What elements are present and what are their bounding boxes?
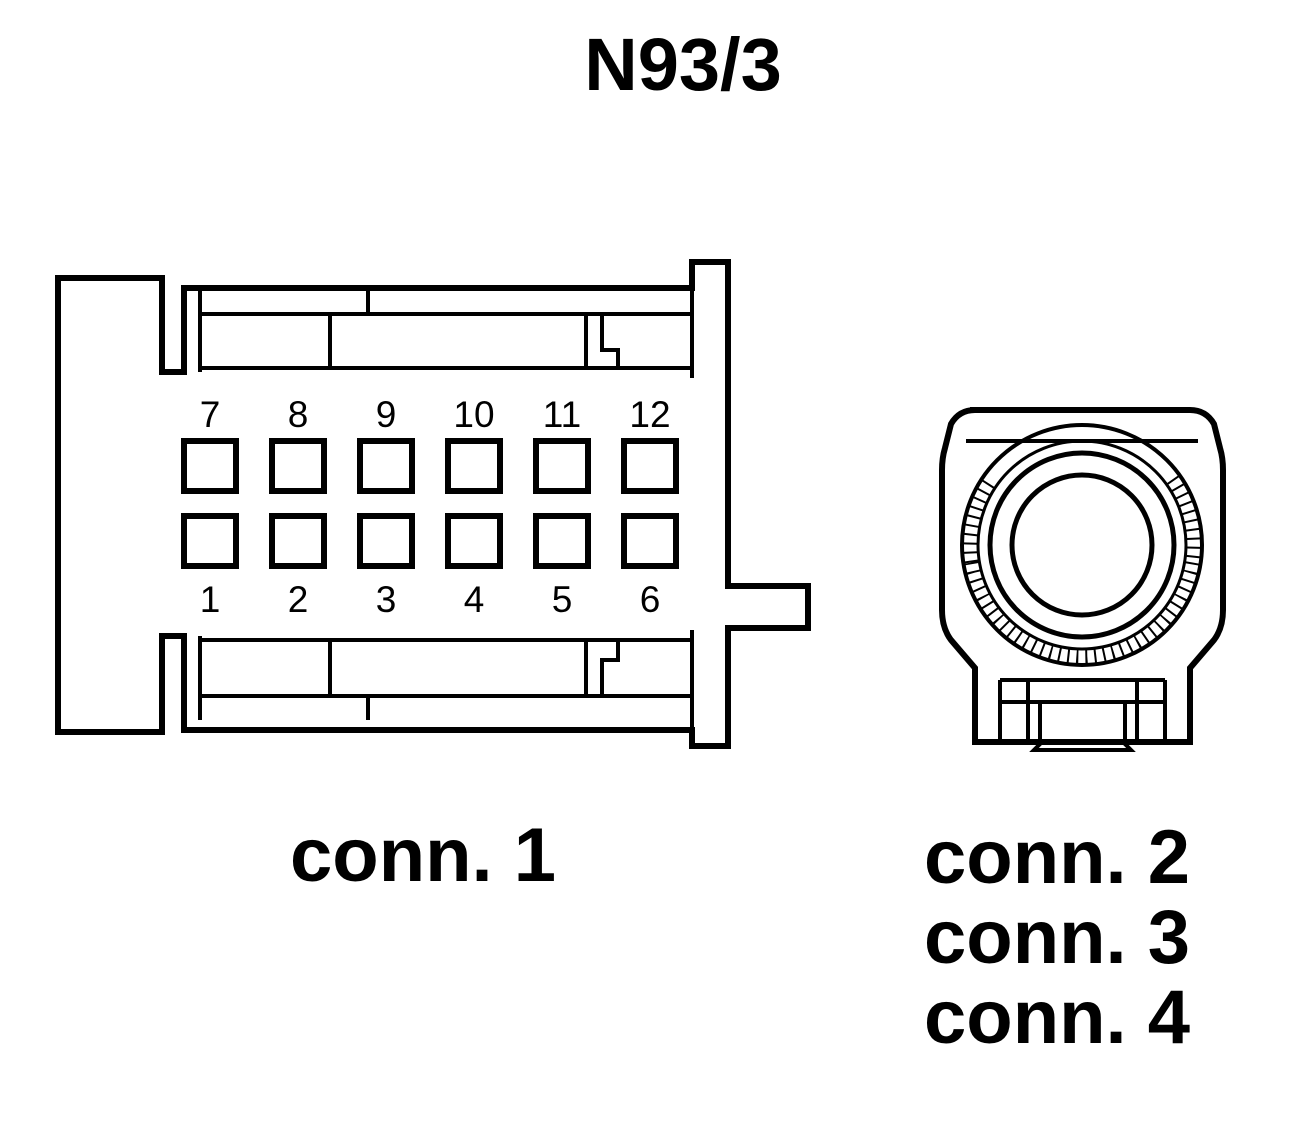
pin-cavity-12	[621, 438, 679, 494]
pin-number-8: 8	[288, 394, 309, 435]
pin-number-7: 7	[200, 394, 221, 435]
round-connector-housing	[939, 407, 1226, 752]
connector-3-label: conn. 3	[924, 895, 1191, 980]
pin-cavity-2	[269, 513, 327, 569]
connector-4-label: conn. 4	[924, 975, 1191, 1060]
pin-number-3: 3	[376, 579, 397, 620]
pin-number-12: 12	[629, 394, 670, 435]
pin-number-4: 4	[464, 579, 485, 620]
pin-number-2: 2	[288, 579, 309, 620]
diagram-title: N93/3	[584, 23, 782, 106]
pin-number-1: 1	[200, 579, 221, 620]
connector-1-pin-cavities	[181, 438, 679, 569]
pin-cavity-10	[445, 438, 503, 494]
pin-cavity-11	[533, 438, 591, 494]
pin-number-5: 5	[552, 579, 573, 620]
pin-cavity-4	[445, 513, 503, 569]
pin-number-10: 10	[453, 394, 494, 435]
pin-cavity-7	[181, 438, 239, 494]
pin-cavity-9	[357, 438, 415, 494]
round-connector-labels: conn. 2 conn. 3 conn. 4	[924, 818, 1190, 1058]
pin-number-9: 9	[376, 394, 397, 435]
pin-cavity-3	[357, 513, 415, 569]
pin-number-6: 6	[640, 579, 661, 620]
connector-1-housing	[55, 259, 811, 749]
pin-cavity-8	[269, 438, 327, 494]
pin-cavity-6	[621, 513, 679, 569]
pin-number-11: 11	[543, 394, 581, 435]
connector-1-label: conn. 1	[290, 813, 557, 898]
pin-cavity-1	[181, 513, 239, 569]
pin-cavity-5	[533, 513, 591, 569]
connector-2-label: conn. 2	[924, 815, 1191, 900]
